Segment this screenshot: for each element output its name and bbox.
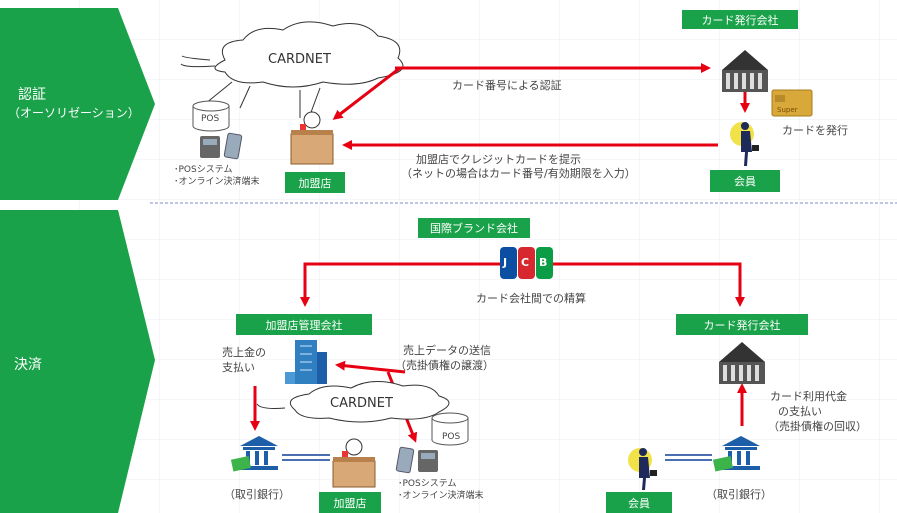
acquirer-label: 加盟店管理会社 [236, 314, 372, 335]
auth-merchant-icon [290, 111, 334, 165]
settle-connection-lines [282, 454, 712, 461]
card-brand-text: Super [777, 106, 798, 114]
sales-data-line2: （売掛債権の譲渡） [395, 359, 494, 372]
auth-card-number-auth: カード番号による認証 [452, 79, 562, 92]
auth-member-label: 会員 [710, 170, 780, 192]
acquirer-building-icon [285, 340, 327, 384]
svg-text:C: C [521, 256, 529, 269]
settle-arrow-sales-to-acquirer [335, 360, 406, 374]
sales-data-line1: 売上データの送信 [403, 344, 491, 357]
auth-member-icon [730, 122, 759, 166]
settle-section-title: 決済 [14, 357, 42, 373]
auth-issuer-building-icon [722, 50, 768, 92]
auth-section-chevron [0, 8, 155, 200]
settle-member-label: 会員 [606, 492, 672, 513]
settle-terminal-line2: ･オンライン決済端末 [398, 491, 484, 501]
settle-merchant-label: 加盟店 [319, 492, 381, 513]
settle-terminal-line1: ･POSシステム [398, 479, 457, 489]
auth-terminal-line1: ･POSシステム [174, 165, 233, 175]
brand-company-label: 国際ブランド会社 [418, 218, 530, 238]
bank-right-label: （取引銀行） [706, 488, 772, 501]
svg-text:B: B [539, 256, 547, 269]
auth-terminal-icon [200, 132, 243, 160]
bank-left-label: （取引銀行） [224, 488, 290, 501]
auth-terminal-line2: ･オンライン決済端末 [174, 177, 260, 187]
auth-present-line2: （ネットの場合はカード番号/有効期限を入力） [401, 167, 636, 180]
settle-issuer-building-icon [719, 342, 765, 384]
auth-card-issue: カードを発行 [782, 124, 848, 137]
auth-arrow-cloud-to-merchant [332, 66, 401, 120]
credit-card-icon: Super [771, 89, 813, 117]
usage-line2: の支払い [778, 405, 822, 418]
svg-text:J: J [502, 256, 507, 269]
settle-pos-cylinder-icon [431, 412, 469, 446]
payout-line1: 売上金の [222, 346, 266, 359]
auth-section-subtitle: （オーソリゼーション） [8, 106, 140, 120]
settle-cloud-label: CARDNET [330, 396, 393, 411]
usage-line1: カード利用代金 [770, 390, 847, 403]
auth-pos-cylinder-icon [192, 100, 230, 132]
payout-line2: 支払い [222, 361, 255, 374]
auth-cloud-label: CARDNET [268, 52, 331, 67]
inter-company-settlement: カード会社間での精算 [476, 292, 586, 305]
settle-arrow-jcb-left [300, 262, 500, 307]
settle-issuer-label: カード発行会社 [676, 314, 808, 335]
settle-merchant-icon [332, 438, 376, 488]
settle-terminal-icon [395, 446, 438, 474]
settle-cloud-icon [256, 381, 450, 423]
settle-member-icon [628, 448, 657, 490]
jcb-logo: J C B [500, 247, 553, 279]
auth-pos-label: POS [201, 114, 220, 124]
auth-issuer-label: カード発行会社 [682, 10, 798, 29]
usage-line3: （売掛債権の回収） [768, 420, 867, 433]
bank-right-icon [712, 436, 760, 472]
settle-pos-label: POS [442, 432, 461, 442]
auth-section-title: 認証 [18, 87, 46, 103]
auth-present-line1: 加盟店でクレジットカードを提示 [416, 153, 581, 166]
auth-merchant-label: 加盟店 [285, 172, 345, 193]
settle-arrow-jcb-right [552, 262, 745, 307]
bank-left-icon [230, 436, 278, 472]
settle-section-chevron [0, 210, 155, 513]
auth-cloud-icon [180, 21, 404, 118]
